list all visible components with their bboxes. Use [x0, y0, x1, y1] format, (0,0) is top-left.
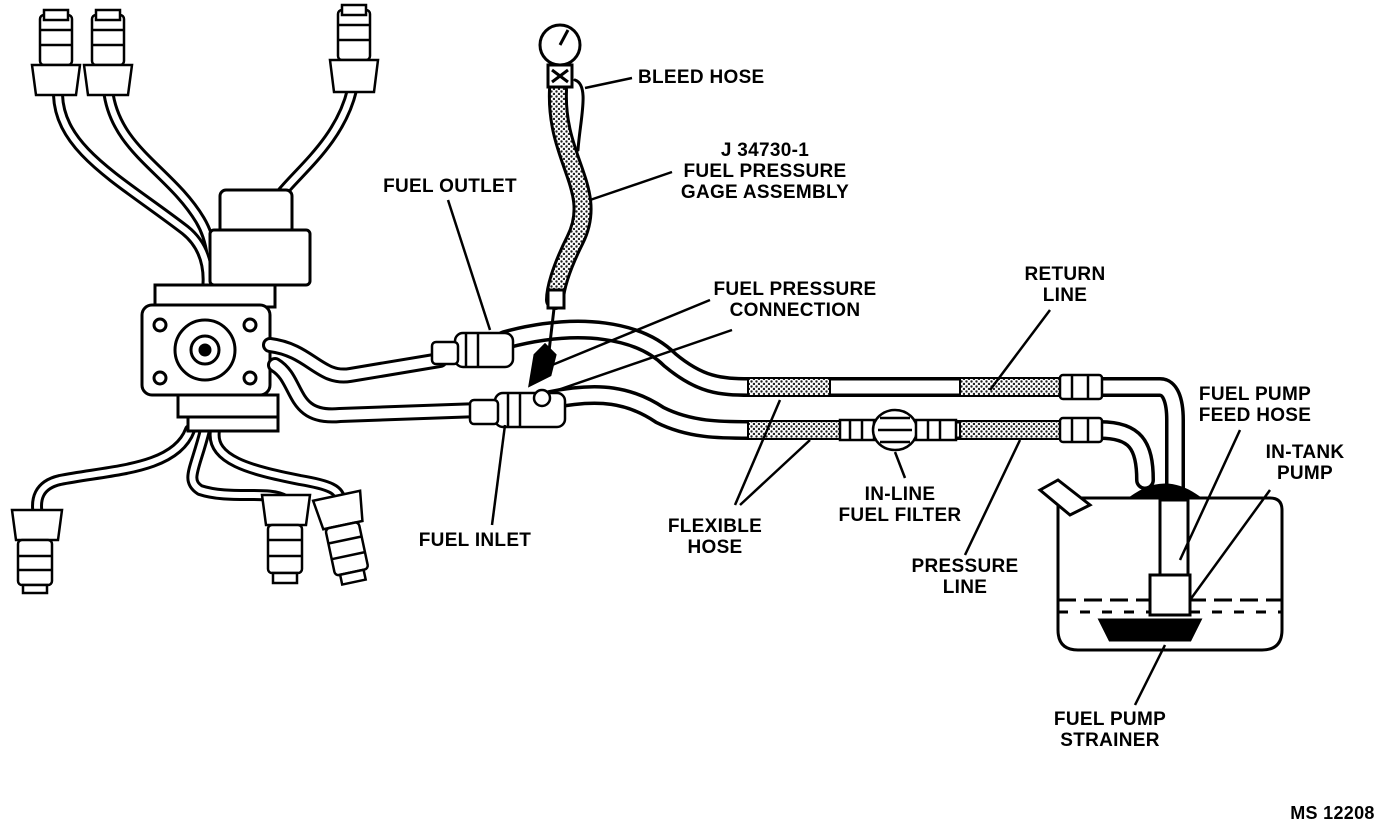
- fuel-inlet-connector: [468, 388, 567, 429]
- label-fuel-pump-strainer-line-2: STRAINER: [1060, 730, 1160, 751]
- label-gage-assembly-line-2: FUEL PRESSURE: [683, 161, 847, 182]
- label-bleed-hose-line: BLEED HOSE: [638, 67, 765, 88]
- label-flexible-hose: FLEXIBLE HOSE: [660, 516, 770, 558]
- label-in-line-fuel-filter-line-2: FUEL FILTER: [838, 505, 962, 526]
- fuel-tank: [1037, 478, 1284, 652]
- line-fittings: [1058, 373, 1104, 444]
- label-fuel-inlet: FUEL INLET: [410, 530, 540, 551]
- label-fuel-pressure-connection-line-2: CONNECTION: [729, 300, 861, 321]
- label-return-line-line-1: RETURN: [1024, 264, 1106, 285]
- injector-top-3: [328, 3, 380, 94]
- in-line-fuel-filter: [838, 408, 958, 452]
- label-bleed-hose: BLEED HOSE: [638, 67, 765, 88]
- injector-bottom-3: [311, 489, 369, 587]
- label-in-line-fuel-filter-line-1: IN-LINE: [864, 484, 936, 505]
- injector-top-1: [30, 8, 82, 97]
- label-in-tank-pump-line-2: PUMP: [1276, 463, 1334, 484]
- label-fuel-pump-feed-hose-line-2: FEED HOSE: [1198, 405, 1312, 426]
- label-fuel-pressure-connection: FUEL PRESSURE CONNECTION: [705, 279, 885, 321]
- label-pressure-line: PRESSURE LINE: [905, 556, 1025, 598]
- label-gage-assembly-line-3: GAGE ASSEMBLY: [680, 182, 850, 203]
- figure-id: MS 12208: [1280, 803, 1385, 824]
- label-fuel-pump-feed-hose: FUEL PUMP FEED HOSE: [1190, 384, 1320, 426]
- injector-top-2: [82, 8, 134, 97]
- label-fuel-inlet-line: FUEL INLET: [418, 530, 532, 551]
- label-fuel-pressure-connection-line-1: FUEL PRESSURE: [713, 279, 877, 300]
- label-fuel-pump-strainer: FUEL PUMP STRAINER: [1040, 709, 1180, 751]
- flexible-hose-sections: [747, 377, 1061, 440]
- assembly-lines: [262, 337, 488, 424]
- throttle-body-assembly: [140, 188, 312, 433]
- fuel-outlet-connector: [430, 331, 515, 369]
- label-pressure-line-line-1: PRESSURE: [911, 556, 1019, 577]
- label-return-line: RETURN LINE: [1010, 264, 1120, 306]
- label-fuel-outlet: FUEL OUTLET: [375, 176, 525, 197]
- label-pressure-line-line-2: LINE: [942, 577, 988, 598]
- label-in-tank-pump: IN-TANK PUMP: [1255, 442, 1355, 484]
- pressure-gage: [528, 23, 582, 388]
- label-flexible-hose-line-2: HOSE: [687, 537, 743, 558]
- label-fuel-pump-strainer-line-1: FUEL PUMP: [1053, 709, 1167, 730]
- label-in-line-fuel-filter: IN-LINE FUEL FILTER: [830, 484, 970, 526]
- label-fuel-outlet-line: FUEL OUTLET: [383, 176, 517, 197]
- label-gage-assembly-line-1: J 34730-1: [720, 140, 810, 161]
- injector-bottom-2: [260, 493, 312, 585]
- label-gage-assembly: J 34730-1 FUEL PRESSURE GAGE ASSEMBLY: [665, 140, 865, 203]
- label-return-line-line-2: LINE: [1042, 285, 1088, 306]
- leader-lines: [446, 76, 1272, 706]
- label-flexible-hose-line-1: FLEXIBLE: [667, 516, 763, 537]
- label-in-tank-pump-line-1: IN-TANK: [1265, 442, 1345, 463]
- injector-fuel-lines: [31, 84, 358, 521]
- pressure-gage-hose: [545, 78, 593, 362]
- label-fuel-pump-feed-hose-line-1: FUEL PUMP: [1198, 384, 1312, 405]
- injector-bottom-1: [10, 508, 64, 595]
- figure-id-text: MS 12208: [1290, 803, 1375, 823]
- main-fuel-lines: [495, 319, 1185, 510]
